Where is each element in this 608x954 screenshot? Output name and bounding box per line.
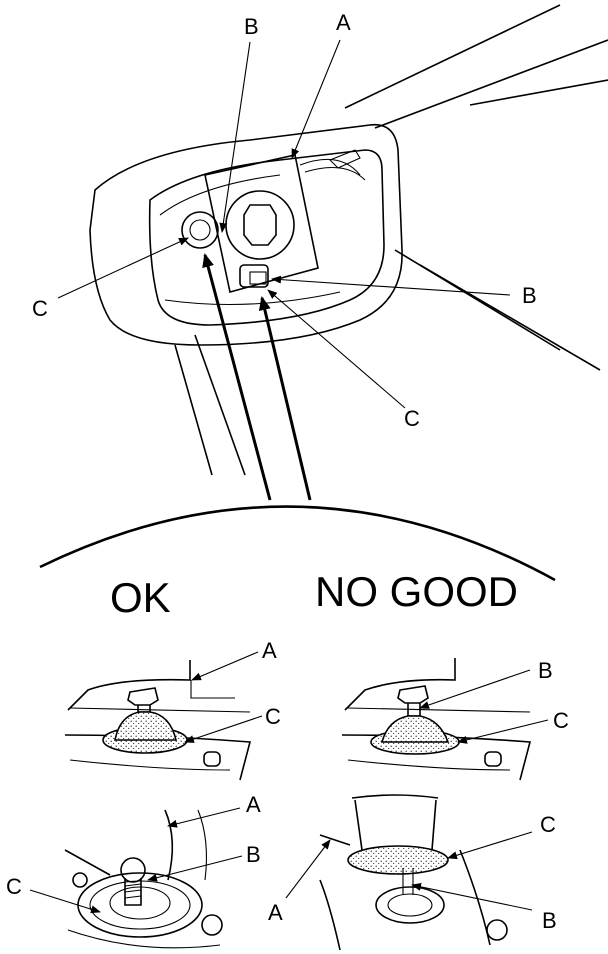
no-good-heading: NO GOOD (315, 568, 518, 615)
no-good-upper-detail (341, 658, 532, 781)
no-good-lower-detail (319, 794, 508, 951)
ok-lower-label-c: C (6, 874, 22, 899)
ok-upper-leaders (184, 651, 263, 743)
ok-upper-detail (64, 660, 252, 781)
ok-heading: OK (110, 574, 171, 621)
ok-upper-label-a: A (262, 638, 277, 663)
ok-lower-detail (64, 809, 223, 949)
top-view-leaders (57, 39, 511, 409)
detail-divider-arc (39, 505, 556, 582)
ok-lower-label-b: B (246, 842, 261, 867)
ok-lower-leaders (29, 807, 243, 914)
label-c-left: C (32, 296, 48, 321)
no-good-upper-leaders (419, 669, 549, 744)
no-good-upper-label-b: B (538, 658, 553, 683)
label-a-top: A (336, 10, 351, 35)
top-view-labels: A B B C C (32, 10, 537, 431)
label-c-bottom: C (404, 406, 420, 431)
ok-lower-label-a: A (246, 792, 261, 817)
door-mirror-illustration (89, 4, 608, 501)
no-good-lower-label-c: C (540, 812, 556, 837)
no-good-upper-label-c: C (553, 708, 569, 733)
label-b-top: B (244, 14, 259, 39)
label-b-right: B (522, 283, 537, 308)
ok-upper-label-c: C (265, 704, 281, 729)
no-good-lower-label-b: B (542, 908, 557, 933)
no-good-lower-label-a: A (268, 900, 283, 925)
no-good-lower-leaders (285, 831, 533, 911)
